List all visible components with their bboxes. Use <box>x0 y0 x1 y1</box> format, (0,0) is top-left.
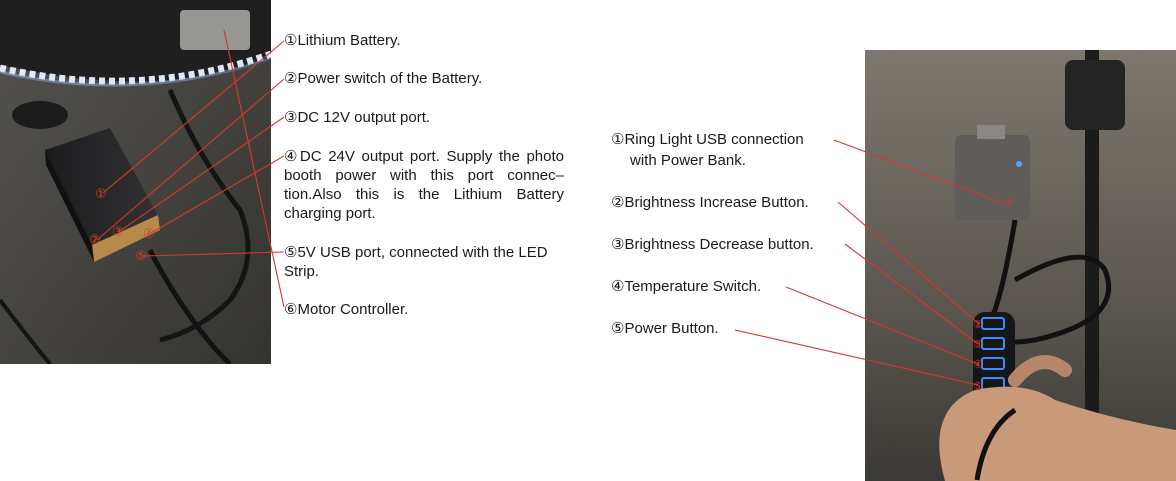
label-brightness-increase: ②Brightness Increase Button. <box>611 194 809 211</box>
controller-marker-3: ③ <box>973 339 983 351</box>
battery-marker-4: ④ <box>143 226 155 241</box>
label-ring-light-usb: ①Ring Light USB connection <box>611 131 804 148</box>
label-power-button: ⑤Power Button. <box>611 320 719 337</box>
label-dc12v-port: ③DC 12V output port. <box>284 109 431 126</box>
controller-marker-2: ② <box>973 319 983 331</box>
label-temperature-switch: ④Temperature Switch. <box>611 278 762 295</box>
label-power-switch: ②Power switch of the Battery. <box>284 70 483 87</box>
battery-marker-1: ① <box>95 186 107 201</box>
controller-photo-drawing <box>865 50 1176 481</box>
label-motor-controller: ⑥Motor Controller. <box>284 301 409 318</box>
label-dc24v-port: ④DC 24V output port. Supply the photo bo… <box>284 148 564 222</box>
controller-photo: ① ② ③ ④ ⑤ <box>865 50 1176 481</box>
controller-marker-5: ⑤ <box>973 381 983 393</box>
label-brightness-decrease: ③Brightness Decrease button. <box>611 236 814 253</box>
controller-marker-1: ① <box>1004 197 1014 209</box>
label-usb-port: ⑤5V USB port, connected with the LED Str… <box>284 244 548 280</box>
label-ring-light-usb-cont: with Power Bank. <box>630 152 746 169</box>
label-lithium-battery: ①Lithium Battery. <box>284 32 401 49</box>
battery-photo-drawing <box>0 0 271 364</box>
controller-marker-4: ④ <box>973 359 983 371</box>
battery-marker-5: ⑤ <box>135 248 147 263</box>
battery-photo: ① ② ③ ④ ⑤ <box>0 0 271 364</box>
battery-marker-3: ③ <box>112 224 124 239</box>
battery-marker-2: ② <box>89 232 101 247</box>
